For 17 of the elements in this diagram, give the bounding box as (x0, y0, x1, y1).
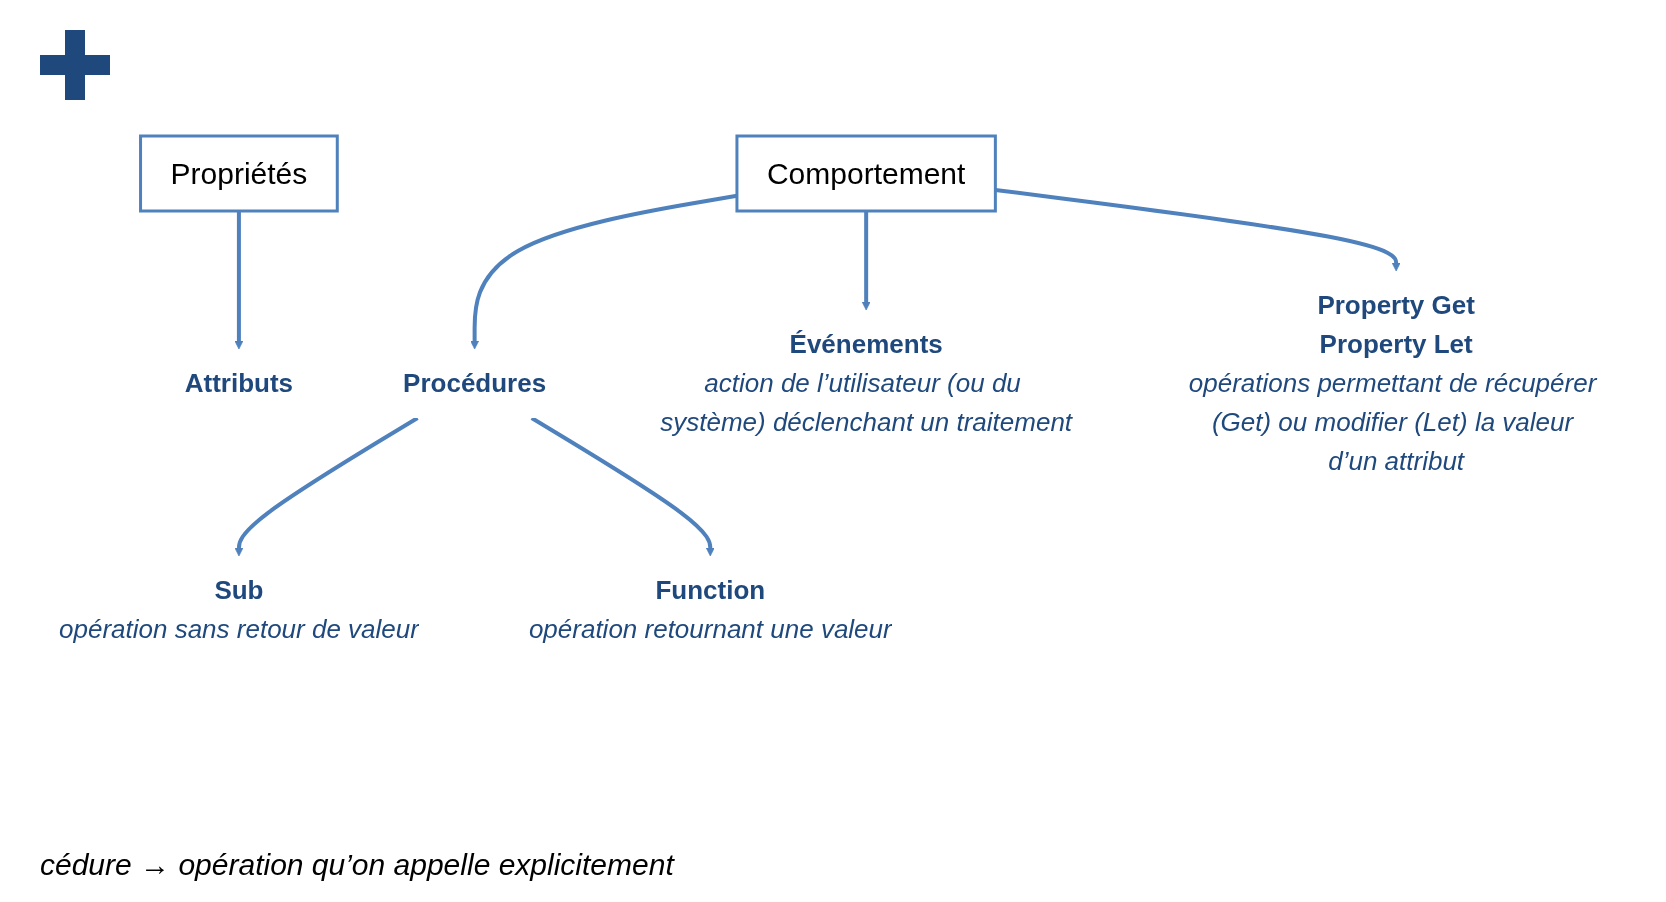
node-text: Procédures (403, 368, 547, 398)
node-text: Property Get Property Let opérations permettant de récupérer (Get) ou modifier (Let) la valeur d’un attribut (1189, 290, 1597, 476)
node-text: Événements action de l’utilisateur (ou du système) déclenchant un traitement (660, 329, 1073, 437)
arrow (531, 416, 716, 557)
node-box: Propriétés (139, 134, 340, 213)
node-text: Sub (214, 575, 264, 605)
node-box: Comportement (735, 134, 998, 213)
arrow (234, 211, 244, 350)
node-label: opération sans retour de valeur (59, 614, 420, 644)
node-label: opération retournant une valeur (529, 614, 893, 644)
node-text: Attributs (185, 368, 294, 398)
arrow (862, 211, 871, 311)
arrow (234, 416, 419, 557)
node-text: Function (655, 575, 766, 605)
arrow (995, 187, 1401, 272)
arrow (470, 193, 738, 350)
note-text: cédure → opération qu’on appelle explicitement (40, 848, 674, 882)
